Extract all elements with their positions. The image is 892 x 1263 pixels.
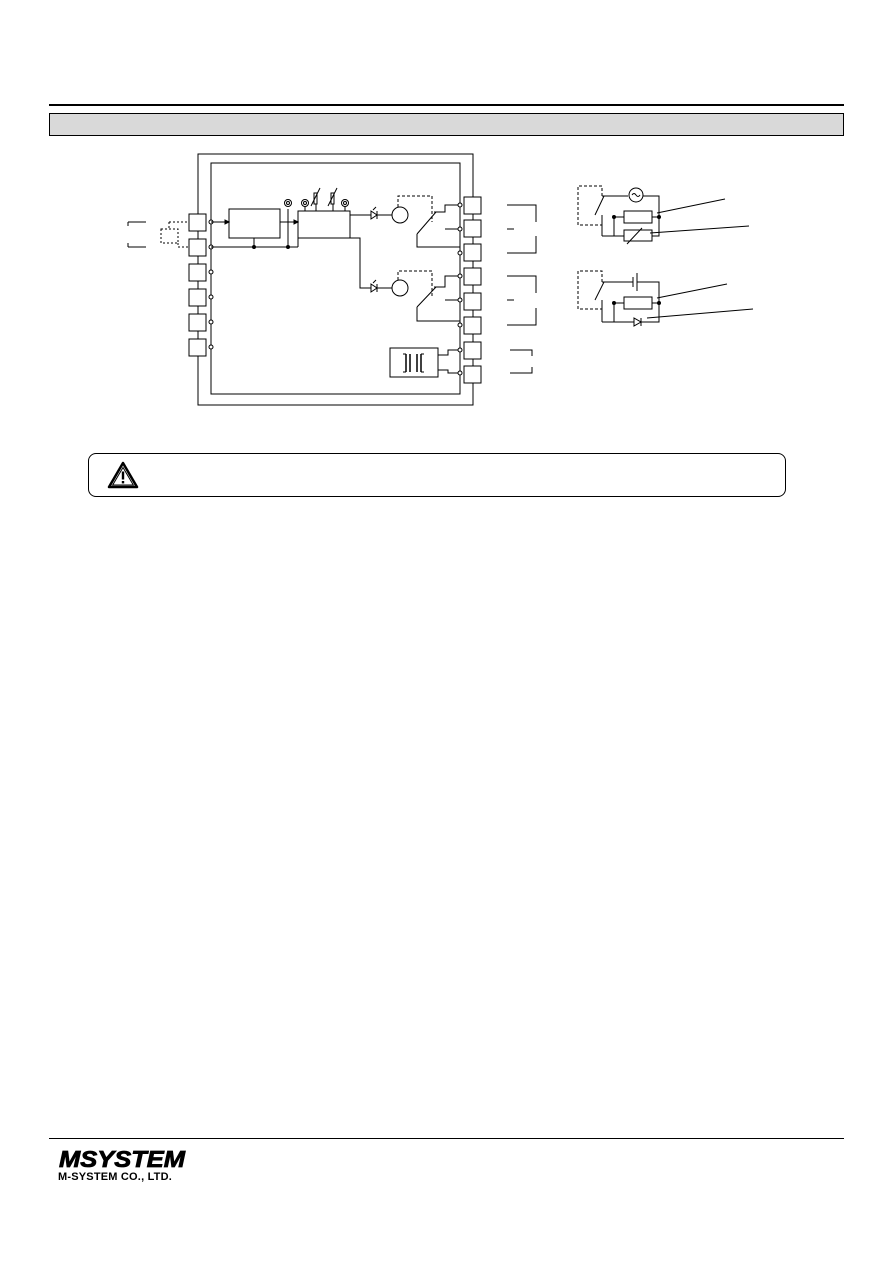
test-point-icon xyxy=(284,199,292,207)
led-indicator-2 xyxy=(370,279,378,293)
footer-rule xyxy=(49,1138,844,1139)
terminal-3 xyxy=(188,263,207,282)
logo-text: MSYSTEM xyxy=(59,1148,186,1170)
terminal-2 xyxy=(188,238,207,257)
right-terminal-block xyxy=(463,196,482,384)
ac-source-icon xyxy=(628,187,644,203)
connection-diagram xyxy=(127,153,754,406)
section-header-bar xyxy=(49,113,844,136)
left-terminal-block xyxy=(188,213,207,357)
terminal-5 xyxy=(188,313,207,332)
ac-protection-example xyxy=(577,185,750,245)
input-sensor xyxy=(127,221,189,248)
terminal-10 xyxy=(463,267,482,286)
comparator-block xyxy=(297,210,351,239)
transformer-icon xyxy=(403,353,424,373)
terminal-11 xyxy=(463,292,482,311)
relay-coil-1 xyxy=(391,206,409,224)
msystem-logo: MSYSTEM xyxy=(59,1148,187,1170)
terminal-1 xyxy=(188,213,207,232)
warning-triangle-icon xyxy=(107,461,139,489)
amplifier-block xyxy=(228,208,281,239)
output-leads xyxy=(507,204,537,374)
dc-protection-example xyxy=(577,270,754,327)
terminal-9 xyxy=(463,243,482,262)
load-resistor-2 xyxy=(623,296,653,310)
company-name: M-SYSTEM CO., LTD. xyxy=(58,1171,173,1183)
terminal-4 xyxy=(188,288,207,307)
diode-icon xyxy=(633,317,643,327)
terminal-6 xyxy=(188,338,207,357)
led-indicator-1 xyxy=(370,206,378,220)
terminal-14 xyxy=(463,365,482,384)
terminal-12 xyxy=(463,316,482,335)
terminal-13 xyxy=(463,341,482,360)
terminal-8 xyxy=(463,219,482,238)
setpoint-adjusters xyxy=(301,187,349,211)
terminal-7 xyxy=(463,196,482,215)
top-rule xyxy=(49,104,844,106)
relay-coil-2 xyxy=(391,279,409,297)
warning-box xyxy=(88,453,786,497)
load-resistor-1 xyxy=(623,210,653,224)
power-supply-block xyxy=(389,347,439,378)
housing-inner xyxy=(210,162,461,395)
